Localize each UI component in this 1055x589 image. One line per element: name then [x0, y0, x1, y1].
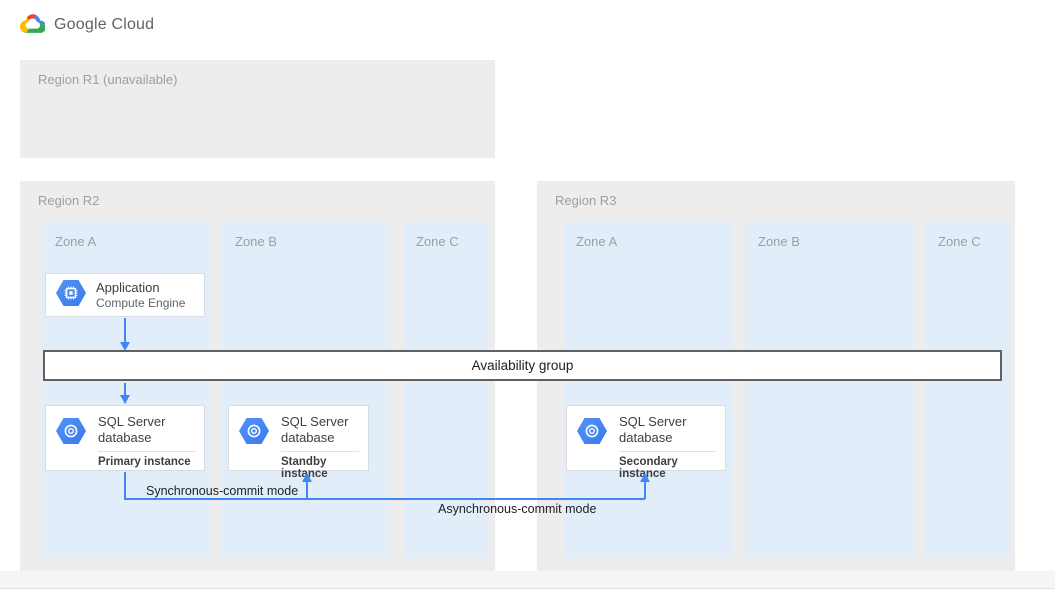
zone-r3-c: Zone C — [925, 222, 1009, 558]
async-commit-label: Asynchronous-commit mode — [438, 502, 597, 516]
google-cloud-brand: Google Cloud — [19, 10, 155, 40]
sql-secondary-title: SQL Server database — [619, 414, 687, 445]
zone-r3-b: Zone B — [745, 222, 913, 558]
sql-standby-role: Standby instance — [281, 456, 328, 480]
availability-group-label: Availability group — [471, 358, 574, 373]
sql-primary-node: SQL Server database Primary instance — [45, 405, 205, 471]
sql-secondary-node: SQL Server database Secondary instance — [566, 405, 726, 480]
divider — [98, 451, 195, 452]
page-bottom-strip — [0, 571, 1055, 589]
divider — [619, 451, 716, 452]
zone-r3-b-label: Zone B — [758, 234, 800, 249]
zone-r2-c: Zone C — [403, 222, 488, 558]
sql-standby-title: SQL Server database — [281, 414, 349, 445]
region-r1-label: Region R1 (unavailable) — [38, 72, 178, 87]
divider — [281, 451, 359, 452]
sql-primary-role: Primary instance — [98, 456, 191, 468]
availability-group-bar: Availability group — [43, 350, 1002, 381]
brand-name: Google Cloud — [54, 16, 155, 33]
zone-r3-a-label: Zone A — [576, 234, 618, 249]
application-title: Application — [96, 279, 160, 295]
cloud-sql-icon — [239, 418, 269, 449]
cloud-sql-icon — [56, 418, 86, 449]
region-r3-label: Region R3 — [555, 193, 617, 208]
zone-r3-c-label: Zone C — [938, 234, 981, 249]
zone-r3-a: Zone A — [563, 222, 733, 558]
zone-r2-c-label: Zone C — [416, 234, 459, 249]
sql-secondary-role: Secondary instance — [619, 456, 678, 480]
region-r2-label: Region R2 — [38, 193, 100, 208]
region-r1: Region R1 (unavailable) — [20, 60, 495, 158]
compute-engine-icon — [56, 279, 86, 311]
zone-r2-a-label: Zone A — [55, 234, 97, 249]
application-node: Application Compute Engine — [45, 273, 205, 317]
zone-r2-b-label: Zone B — [235, 234, 277, 249]
sql-primary-title: SQL Server database — [98, 414, 166, 445]
google-cloud-logo-icon — [19, 10, 47, 40]
sync-commit-label: Synchronous-commit mode — [146, 484, 299, 498]
zone-r2-b: Zone B — [222, 222, 390, 558]
cloud-sql-icon — [577, 418, 607, 449]
sql-standby-node: SQL Server database Standby instance — [228, 405, 369, 480]
application-subtitle: Compute Engine — [96, 295, 186, 310]
